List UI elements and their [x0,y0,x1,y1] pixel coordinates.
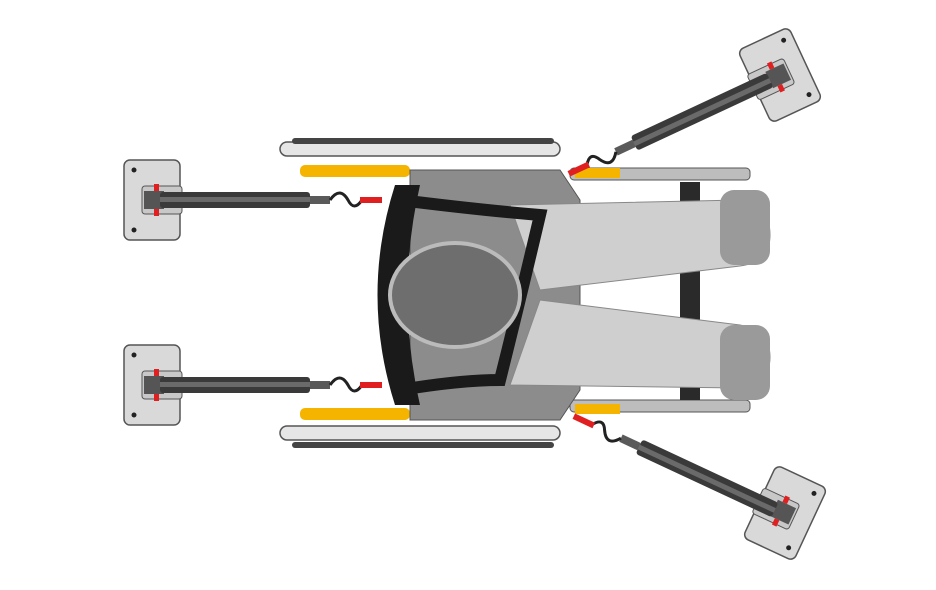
occupant [377,169,771,421]
head [388,241,522,349]
strap-rear-left-top [158,190,384,210]
anchor-front-right-top [735,26,824,125]
strap-front-right-bottom [568,407,780,519]
anchor-front-right-bottom [740,463,829,562]
strap-rear-left-bottom [158,375,384,395]
top-wheel [279,138,561,177]
bottom-wheel [279,408,561,448]
strap-front-right-top [563,71,775,183]
